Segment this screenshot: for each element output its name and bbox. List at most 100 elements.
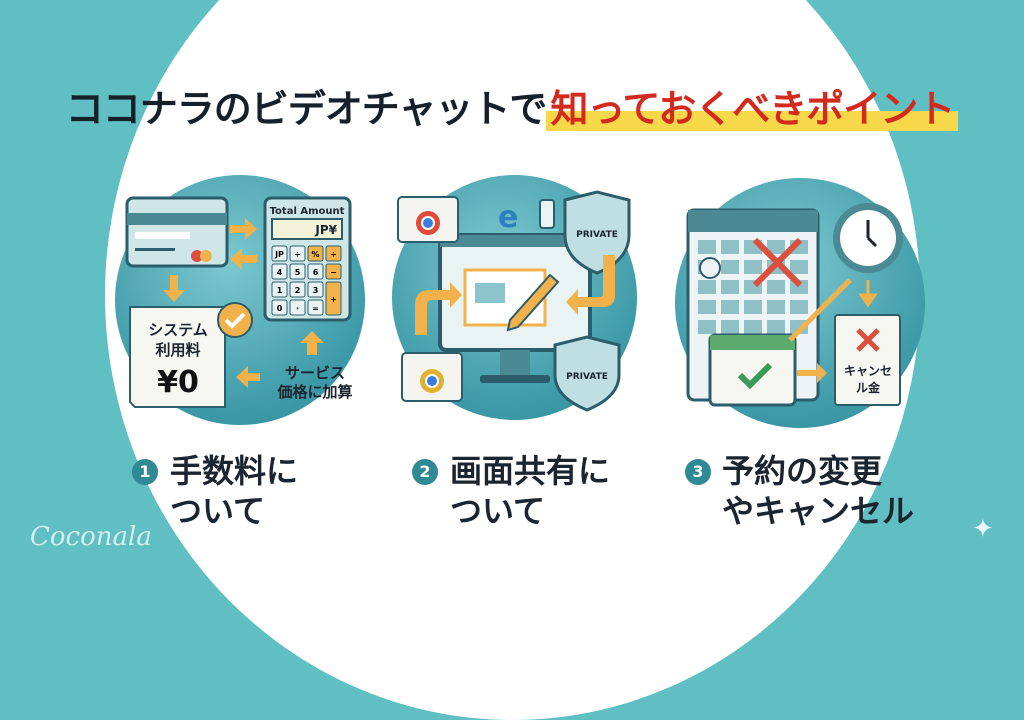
svg-text:利用料: 利用料 bbox=[155, 341, 200, 359]
calendar-day-cell bbox=[767, 300, 785, 314]
arrow-left-icon bbox=[230, 248, 257, 270]
calculator-key: ÷ bbox=[289, 245, 306, 262]
calculator-key: ÷ bbox=[325, 245, 342, 262]
calculator-key: JP bbox=[271, 245, 288, 262]
svg-text:1: 1 bbox=[277, 286, 283, 295]
point-label-2: 画面共有について bbox=[450, 452, 611, 530]
arrow-left-icon bbox=[236, 366, 260, 388]
monitor-icon bbox=[438, 233, 592, 383]
svg-text:価格に加算: 価格に加算 bbox=[276, 383, 352, 401]
calendar-day-cell bbox=[744, 320, 762, 334]
screen-share-illustration: e PRIVATE PRIVATE bbox=[397, 190, 631, 412]
svg-text:·: · bbox=[296, 304, 299, 313]
check-icon bbox=[737, 362, 773, 390]
svg-text:Total Amount: Total Amount bbox=[270, 206, 345, 217]
point-label-3: 予約の変更やキャンセル bbox=[722, 452, 915, 530]
title-main: ココナラのビデオチャットで bbox=[65, 87, 548, 131]
phone-icon bbox=[539, 199, 555, 229]
credit-card-icon bbox=[125, 196, 229, 268]
calculator-key: − bbox=[325, 263, 342, 280]
check-badge-icon bbox=[217, 302, 253, 338]
calculator-key: 1 bbox=[271, 281, 288, 298]
ie-icon: e bbox=[498, 200, 518, 235]
browser-chrome-icon-top bbox=[397, 196, 459, 243]
arrow-up-icon bbox=[300, 331, 324, 355]
svg-text:÷: ÷ bbox=[330, 250, 337, 259]
svg-text:6: 6 bbox=[313, 268, 319, 277]
calculator-key: + bbox=[325, 281, 342, 316]
page-title: ココナラのビデオチャットで知っておくべきポイント bbox=[0, 78, 1024, 133]
svg-text:サービス: サービス bbox=[285, 364, 345, 382]
point-number-1: 1 bbox=[132, 459, 158, 485]
svg-text:÷: ÷ bbox=[294, 250, 301, 259]
browser-chrome-icon-bottom bbox=[401, 352, 463, 402]
calendar-day-cell bbox=[698, 240, 716, 254]
calculator-key: 6 bbox=[307, 263, 324, 280]
sparkle-icon: ✦ bbox=[972, 514, 994, 544]
calendar-day-cell bbox=[767, 280, 785, 294]
arrow-icon bbox=[415, 282, 462, 335]
arrow-right-icon bbox=[230, 218, 257, 240]
svg-text:¥0: ¥0 bbox=[157, 365, 199, 400]
calendar-day-cell bbox=[721, 240, 739, 254]
calculator-key: 0 bbox=[271, 299, 288, 316]
calculator-key: % bbox=[307, 245, 324, 262]
svg-text:ル金: ル金 bbox=[856, 380, 881, 395]
svg-text:+: + bbox=[330, 295, 337, 304]
coconala-logo: Coconala bbox=[30, 522, 152, 552]
calculator-key: 4 bbox=[271, 263, 288, 280]
calendar-day-cell bbox=[744, 300, 762, 314]
calendar-day-cell bbox=[790, 300, 808, 314]
svg-text:JP¥: JP¥ bbox=[314, 223, 337, 237]
svg-text:JP: JP bbox=[274, 250, 284, 259]
calculator-icon: Total Amount JP¥ JP ÷% ÷ 4 5 6 − 1 2 3 +0 · = bbox=[263, 196, 352, 322]
svg-text:キャンセ: キャンセ bbox=[844, 364, 892, 378]
svg-text:=: = bbox=[312, 304, 319, 313]
calendar-day-cell bbox=[721, 280, 739, 294]
svg-text:0: 0 bbox=[277, 304, 283, 313]
point-label-1: 手数料について bbox=[170, 452, 299, 530]
pencil-icon bbox=[506, 273, 560, 332]
private-shield-bottom: PRIVATE bbox=[553, 335, 621, 412]
calendar-day-cell bbox=[721, 260, 739, 274]
calendar-day-cell bbox=[698, 320, 716, 334]
svg-text:3: 3 bbox=[313, 286, 319, 295]
svg-text:%: % bbox=[311, 250, 319, 259]
fee-illustration: Total Amount JP¥ JP ÷% ÷ 4 5 6 − 1 2 3 +0 · = システム 利… bbox=[125, 196, 353, 408]
calculator-key: 5 bbox=[289, 263, 306, 280]
red-x-icon bbox=[752, 237, 803, 288]
svg-text:システム: システム bbox=[148, 321, 208, 339]
svg-text:4: 4 bbox=[277, 268, 283, 277]
svg-text:−: − bbox=[330, 268, 337, 277]
arrow-down-icon bbox=[163, 275, 185, 302]
calendar-day-cell bbox=[790, 260, 808, 274]
clock-icon bbox=[833, 203, 903, 273]
svg-text:5: 5 bbox=[295, 268, 301, 277]
point-number-3: 3 bbox=[685, 459, 711, 485]
calculator-key: 2 bbox=[289, 281, 306, 298]
receipt-icon: システム 利用料 ¥0 bbox=[129, 306, 226, 408]
svg-text:PRIVATE: PRIVATE bbox=[576, 230, 618, 240]
calculator-key: = bbox=[307, 299, 324, 316]
new-calendar-icon bbox=[708, 333, 797, 407]
calendar-day-cell bbox=[698, 280, 716, 294]
arrow-right-icon bbox=[797, 363, 827, 383]
svg-text:2: 2 bbox=[295, 286, 301, 295]
double-arrow-icon bbox=[788, 278, 852, 342]
arrow-icon bbox=[566, 255, 615, 315]
calendar-day-cell bbox=[767, 320, 785, 334]
calendar-day-cell bbox=[744, 260, 762, 274]
calculator-key: · bbox=[289, 299, 306, 316]
svg-text:PRIVATE: PRIVATE bbox=[566, 372, 608, 382]
calculator-key: 3 bbox=[307, 281, 324, 298]
point-number-2: 2 bbox=[412, 459, 438, 485]
private-shield-top: PRIVATE bbox=[563, 190, 631, 275]
calendar-day-cell bbox=[767, 240, 785, 254]
title-highlight: 知っておくべきポイント bbox=[546, 87, 959, 131]
calendar-day-cell bbox=[721, 320, 739, 334]
arrow-down-icon bbox=[858, 280, 878, 308]
calendar-day-cell bbox=[721, 300, 739, 314]
calendar-day-cell bbox=[698, 300, 716, 314]
